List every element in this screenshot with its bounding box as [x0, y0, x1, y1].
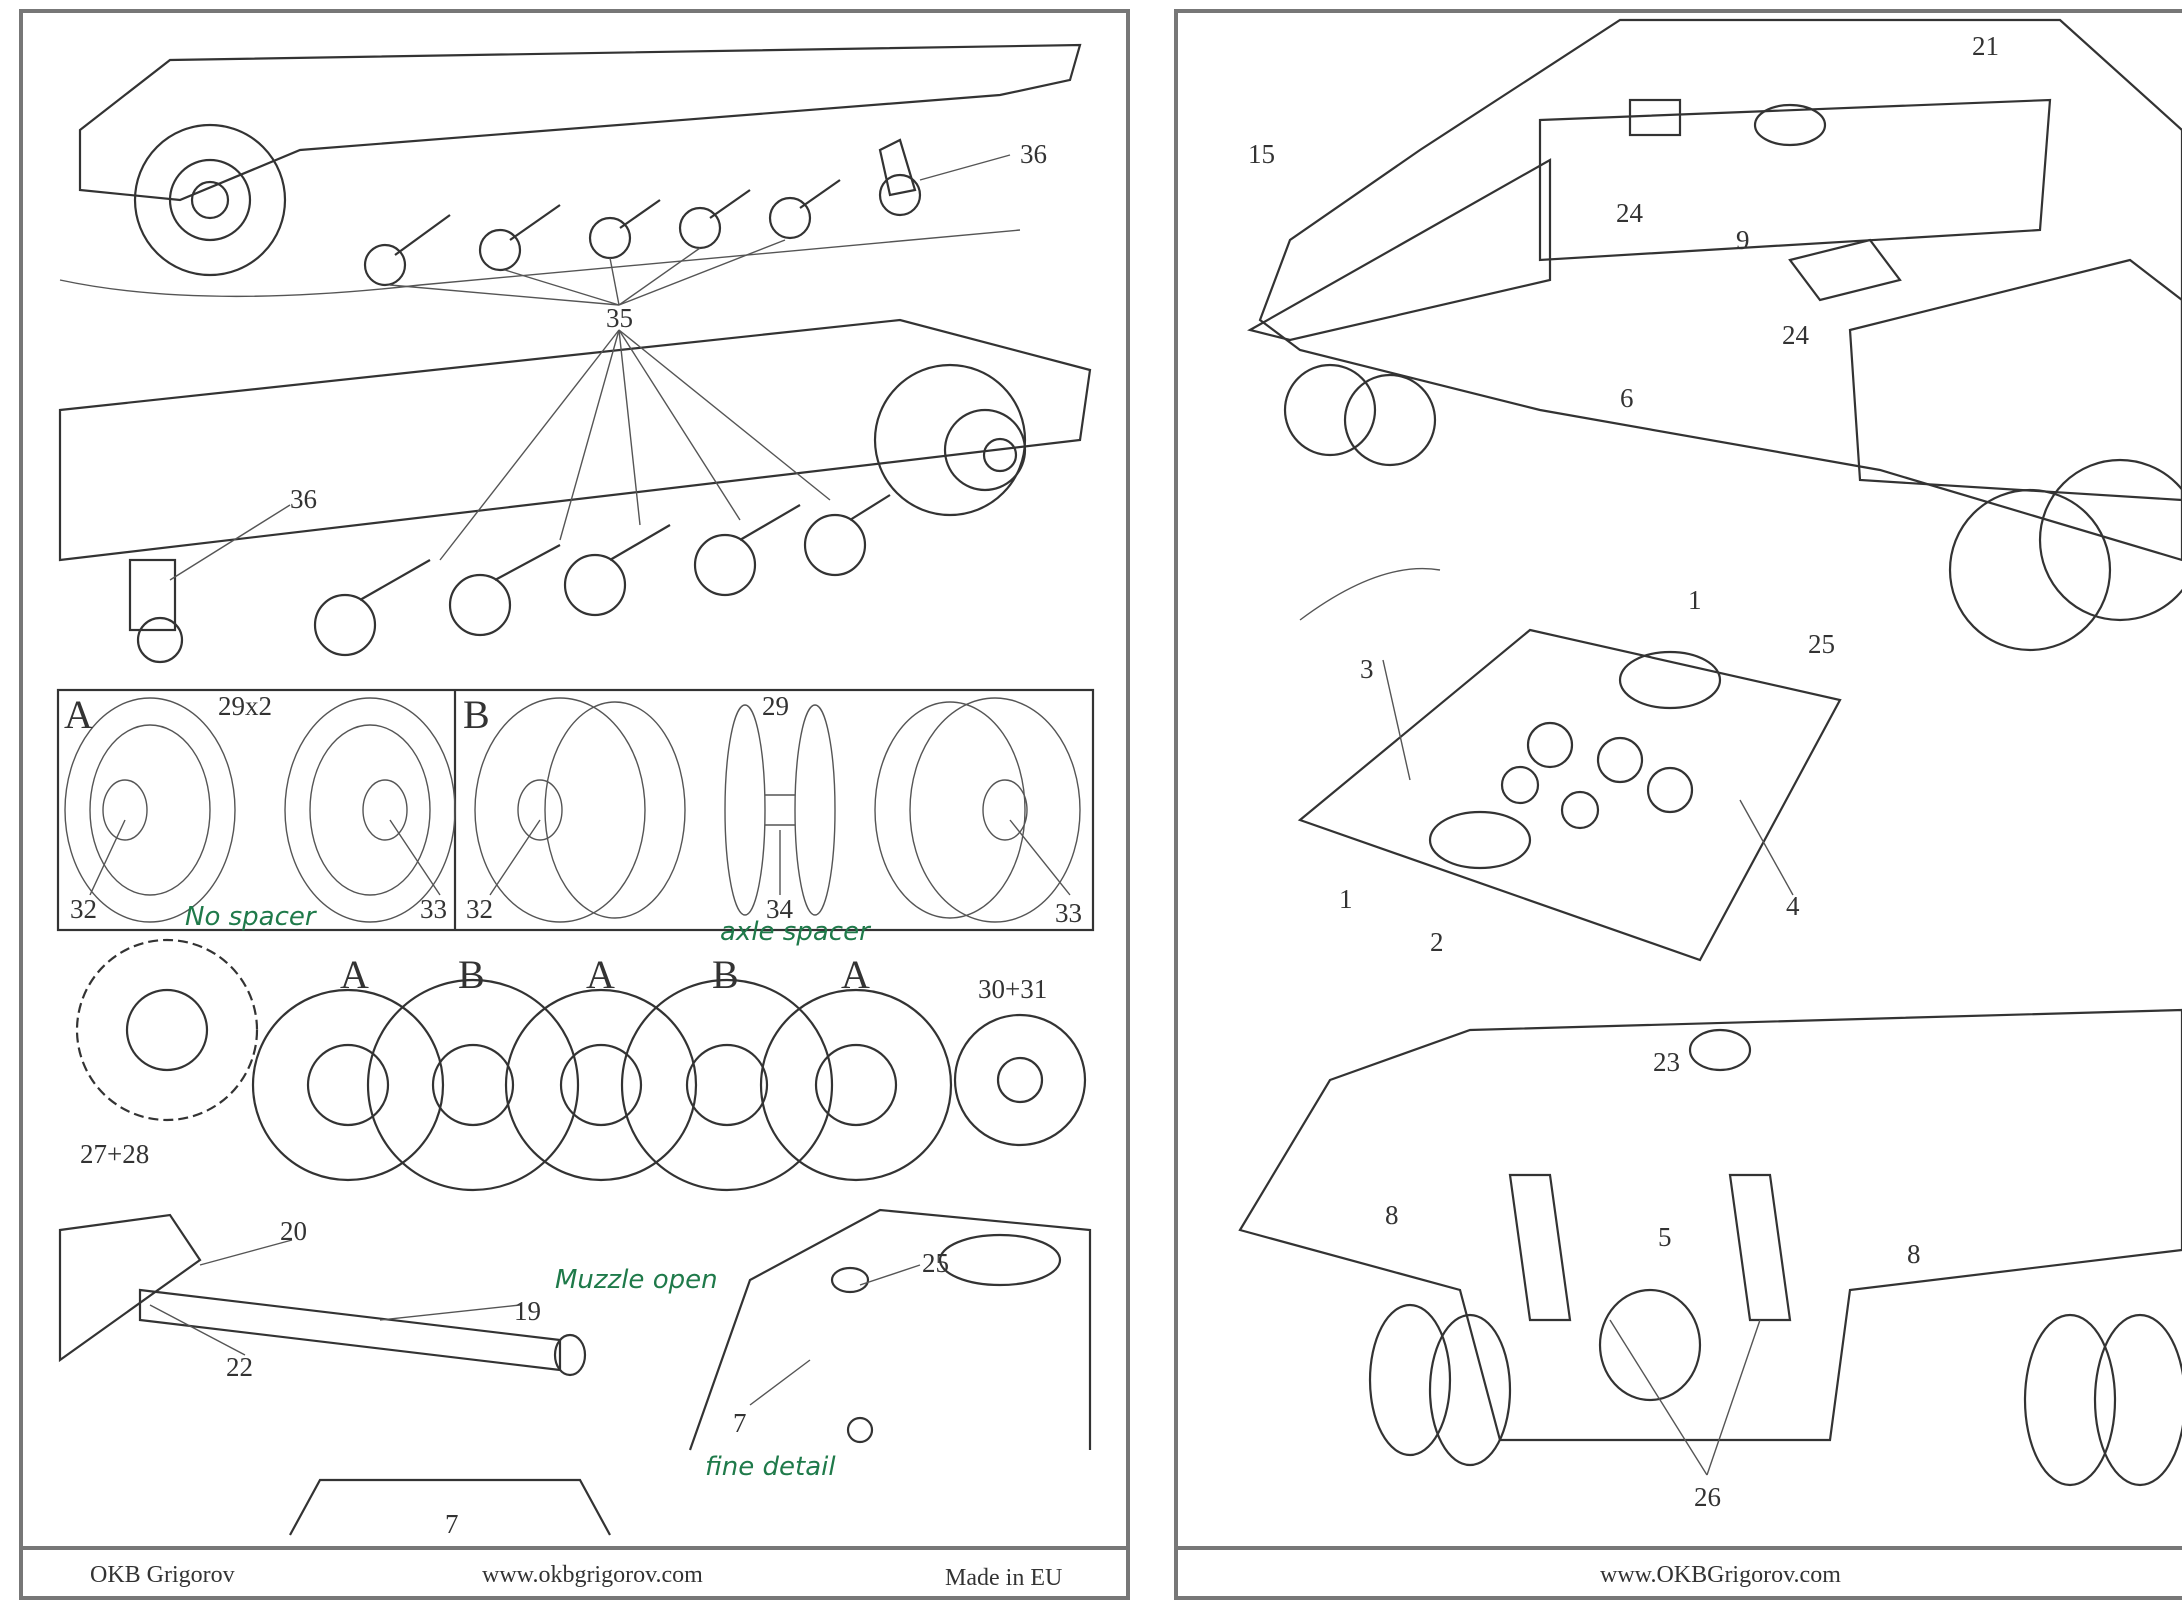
wheel-seq-3: A: [586, 952, 615, 997]
callout-3: 3: [1360, 654, 1374, 684]
callout-34: 34: [766, 894, 794, 924]
callout-25: 25: [1808, 629, 1835, 659]
footer-website-right: www.OKBGrigorov.com: [1600, 1562, 1841, 1588]
callout-1: 1: [1339, 884, 1353, 914]
engine-deck-drawing: [1297, 567, 1842, 962]
callout-22: 22: [226, 1352, 253, 1382]
wheel-sequence-drawing: [75, 938, 1087, 1192]
callout-7: 7: [445, 1509, 459, 1539]
wheel-seq-2: B: [458, 952, 485, 997]
hull-side-lower-drawing: [58, 318, 1092, 664]
sprocket-label: 27+28: [80, 1139, 149, 1169]
callout-5: 5: [1658, 1222, 1672, 1252]
callout-15: 15: [1248, 139, 1275, 169]
note-axle-spacer: axle spacer: [720, 917, 872, 947]
rear-view-drawing: [1238, 1008, 2182, 1487]
idler-label: 30+31: [978, 974, 1047, 1004]
rear-deck-drawing: [688, 1208, 1092, 1451]
callout-32: 32: [70, 894, 97, 924]
rear-hull-upper-drawing: [1247, 18, 2182, 652]
callout-2: 2: [1430, 927, 1444, 957]
callout-6: 6: [1620, 383, 1634, 413]
callout-21: 21: [1972, 31, 1999, 61]
callout-1: 1: [1688, 585, 1702, 615]
callout-25: 25: [922, 1248, 949, 1278]
footer-brand: OKB Grigorov: [90, 1562, 235, 1588]
callout-36: 36: [1020, 139, 1047, 169]
callout-24: 24: [1616, 198, 1644, 228]
left-page-frame: [19, 9, 1130, 1600]
wheel-b-qty: 29: [762, 691, 789, 721]
wheel-seq-1: A: [340, 952, 369, 997]
hull-side-upper-drawing: [59, 43, 1082, 306]
note-fine-detail: fine detail: [705, 1452, 836, 1482]
callout-7: 7: [733, 1408, 747, 1438]
callout-36: 36: [290, 484, 317, 514]
footer-made-in: Made in EU: [945, 1565, 1062, 1591]
callout-20: 20: [280, 1216, 307, 1246]
callout-24: 24: [1782, 320, 1810, 350]
callout-32: 32: [466, 894, 493, 924]
callout-4: 4: [1786, 891, 1800, 921]
callout-19: 19: [514, 1296, 541, 1326]
wheel-type-a-label: A: [64, 692, 93, 737]
callout-8: 8: [1385, 1200, 1399, 1230]
road-wheel-detail-box: [56, 688, 1095, 932]
callout-26: 26: [1694, 1482, 1721, 1512]
wheel-seq-5: A: [841, 952, 870, 997]
callout-8: 8: [1907, 1239, 1921, 1269]
callout-35: 35: [606, 303, 633, 333]
wheel-seq-4: B: [712, 952, 739, 997]
callout-33: 33: [1055, 898, 1082, 928]
footer-website: www.okbgrigorov.com: [482, 1562, 703, 1588]
callout-33: 33: [420, 894, 447, 924]
callout-9: 9: [1736, 225, 1750, 255]
note-no-spacer: No spacer: [185, 902, 318, 932]
wheel-type-b-label: B: [463, 692, 490, 737]
note-muzzle-open: Muzzle open: [555, 1265, 718, 1295]
callout-23: 23: [1653, 1047, 1680, 1077]
gun-barrel-drawing: [58, 1213, 611, 1536]
right-page-frame: [1174, 9, 2182, 1600]
wheel-a-qty: 29x2: [218, 691, 272, 721]
